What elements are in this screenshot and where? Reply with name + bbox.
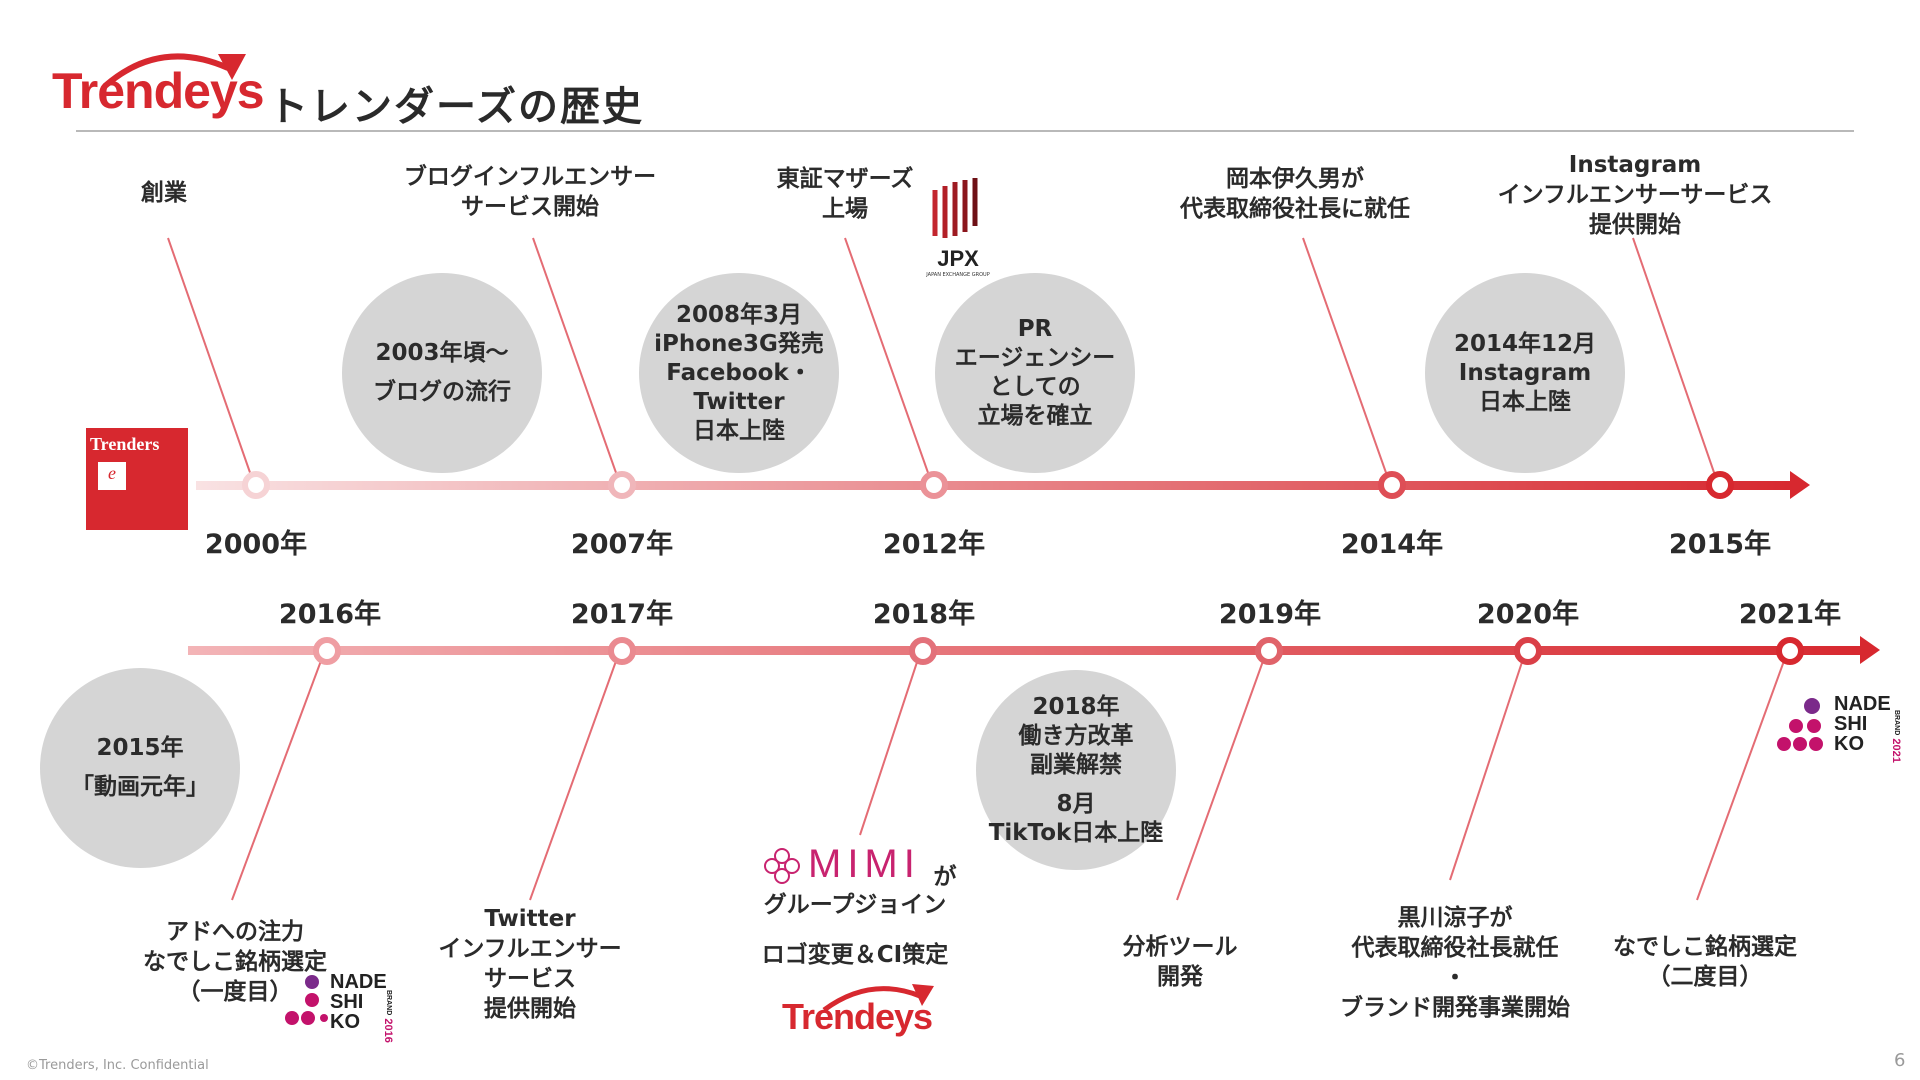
event-okamoto-ceo: 岡本伊久男が 代表取締役社長に就任 (1180, 166, 1410, 222)
event-mimi-group-join: グループジョイン (763, 892, 947, 918)
node-2015 (1706, 471, 1734, 499)
node-2019 (1255, 637, 1283, 665)
bubble-pr-agency: PR エージェンシー としての 立場を確立 (935, 273, 1135, 473)
bottom-axis-arrow-icon (1860, 636, 1880, 664)
event-kurokawa-ceo: 黒川涼子が 代表取締役社長就任 ・ ブランド開発事業開始 (1340, 905, 1570, 1021)
bubble-iphone-facebook: 2008年3月 iPhone3G発売 Facebook・Twitter 日本上陸 (639, 273, 839, 473)
event-blog-influencer: ブログインフルエンサー サービス開始 (403, 164, 657, 220)
page-title: トレンダーズの歴史 (268, 84, 644, 130)
bottom-axis (188, 646, 1868, 655)
small-logo-arrow-icon (822, 984, 934, 1013)
event-founding: 創業 (141, 180, 187, 206)
bubble-blog-trend: 2003年頃～ ブログの流行 (342, 273, 542, 473)
header-divider (76, 130, 1854, 132)
connector-2015 (1632, 237, 1719, 485)
mimi-flower-icon (764, 848, 800, 884)
year-2017: 2017年 (570, 599, 674, 630)
year-2016: 2016年 (278, 599, 382, 630)
connector-2014 (1302, 237, 1391, 485)
nadeshiko-2021-text: NADE SHI KO (1834, 693, 1891, 755)
connector-2007 (532, 237, 621, 485)
nadeshiko-2021-year: BRAND 2021 (1890, 710, 1902, 763)
top-axis (196, 481, 1796, 490)
event-nadeshiko-second: なでしこ銘柄選定 （二度目） (1613, 934, 1797, 990)
event-mothers-listing: 東証マザーズ 上場 (776, 166, 914, 222)
logo-arrow-icon (103, 53, 246, 89)
footer-copyright: ©Trenders, Inc. Confidential (26, 1058, 209, 1073)
nadeshiko-2016-dots-icon (285, 975, 328, 1025)
trenders-box-e: e (108, 463, 116, 483)
year-2007: 2007年 (570, 529, 674, 560)
event-twitter-influencer: Twitter インフルエンサー サービス 提供開始 (438, 906, 622, 1022)
connector-2016 (231, 649, 326, 901)
node-2021 (1776, 637, 1804, 665)
nadeshiko-2016-year: BRAND 2016 (382, 990, 394, 1043)
trenders-box-text: Trenders (90, 434, 160, 454)
bubble-video-year: 2015年 「動画元年」 (40, 668, 240, 868)
connector-2012 (844, 237, 933, 485)
node-2020 (1514, 637, 1542, 665)
year-2015: 2015年 (1668, 529, 1772, 560)
connector-2018 (859, 649, 922, 836)
top-axis-arrow-icon (1790, 471, 1810, 499)
jpx-logo-icon (932, 178, 978, 238)
node-2016 (313, 637, 341, 665)
mimi-logo-text: MIMI (808, 842, 921, 886)
nadeshiko-2016-text: NADE SHI KO (330, 971, 387, 1033)
event-analytics-tool: 分析ツール 開発 (1122, 934, 1238, 990)
year-2000: 2000年 (204, 529, 308, 560)
node-2000 (242, 471, 270, 499)
node-2017 (608, 637, 636, 665)
event-ad-nadeshiko-first: アドへの注力 なでしこ銘柄選定 （一度目） (143, 919, 327, 1005)
node-2018 (909, 637, 937, 665)
year-2012: 2012年 (882, 529, 986, 560)
year-2018: 2018年 (872, 599, 976, 630)
event-instagram-service: Instagram インフルエンサーサービス 提供開始 (1497, 152, 1773, 238)
bubble-instagram-japan: 2014年12月 Instagram 日本上陸 (1425, 273, 1625, 473)
trenders-box-square: e (98, 462, 126, 490)
trendeys-small-logo: Trendeys (782, 996, 933, 1037)
year-2014: 2014年 (1340, 529, 1444, 560)
node-2007 (608, 471, 636, 499)
connector-2019 (1176, 649, 1268, 901)
node-2012 (920, 471, 948, 499)
jpx-logo-sub: JAPAN EXCHANGE GROUP (926, 272, 990, 278)
bubble-work-reform-tiktok: 2018年 働き方改革 副業解禁 8月 TikTok日本上陸 (976, 670, 1176, 870)
connector-2017 (529, 649, 621, 901)
year-2021: 2021年 (1738, 599, 1842, 630)
event-logo-ci: ロゴ変更＆CI策定 (761, 942, 949, 968)
node-2014 (1378, 471, 1406, 499)
year-2020: 2020年 (1476, 599, 1580, 630)
jpx-logo-text: JPX (937, 246, 979, 271)
connector-2021 (1696, 649, 1789, 901)
year-2019: 2019年 (1218, 599, 1322, 630)
event-mimi-suffix: が (933, 864, 957, 890)
connector-2020 (1449, 649, 1527, 881)
page-number: 6 (1894, 1050, 1906, 1071)
nadeshiko-2021-dots-icon (1777, 698, 1823, 751)
connector-2000 (167, 237, 255, 485)
trenders-box-logo: Trenders e (86, 428, 188, 530)
